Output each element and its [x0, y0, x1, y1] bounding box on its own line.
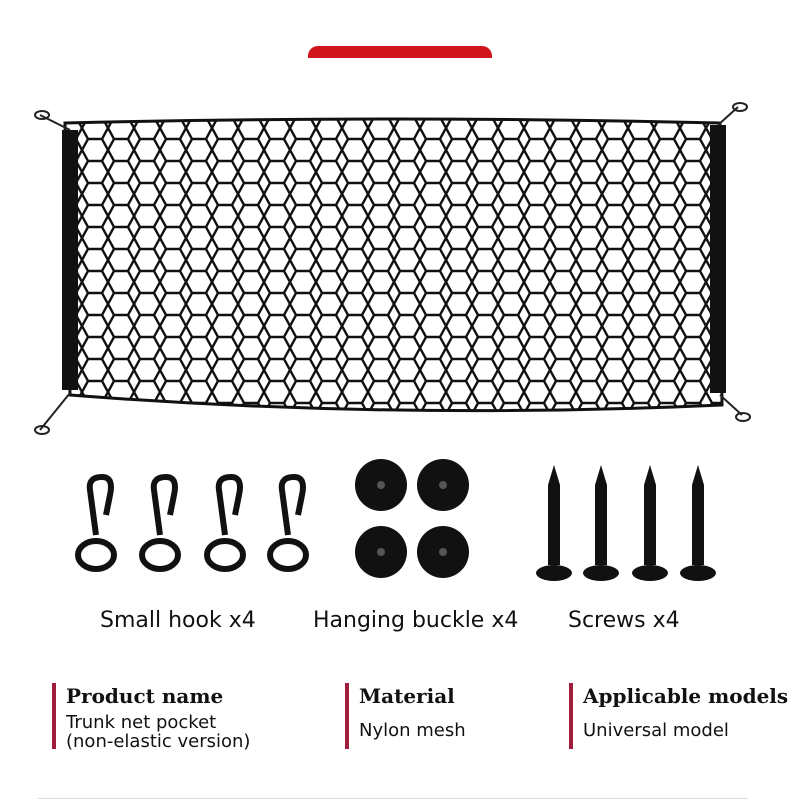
buckle-caption: Hanging buckle x4: [313, 608, 519, 633]
spec-value: Nylon mesh: [359, 720, 466, 741]
divider: [38, 798, 748, 799]
cargo-net-image: [34, 102, 751, 435]
hook-caption: Small hook x4: [100, 608, 256, 633]
spec-applicable-models: Applicable models Universal model: [569, 683, 788, 749]
buckle-icon: [355, 459, 469, 578]
spec-value: Trunk net pocket(non-elastic version): [66, 713, 250, 751]
accessories-image: [75, 459, 716, 581]
screw-icon: [536, 465, 716, 581]
spec-value: Universal model: [583, 720, 729, 741]
spec-value-line2: (non-elastic version): [66, 731, 251, 752]
hook-icon: [75, 473, 309, 572]
spec-product-name: Product name Trunk net pocket(non-elasti…: [52, 683, 250, 751]
spec-material: Material Nylon mesh: [345, 683, 466, 749]
accent-tab: [308, 46, 492, 58]
screw-caption: Screws x4: [568, 608, 680, 633]
spec-title: Product name: [66, 684, 224, 708]
spec-title: Material: [359, 684, 455, 708]
spec-title: Applicable models: [583, 684, 789, 708]
spec-value-line1: Trunk net pocket: [66, 712, 217, 733]
